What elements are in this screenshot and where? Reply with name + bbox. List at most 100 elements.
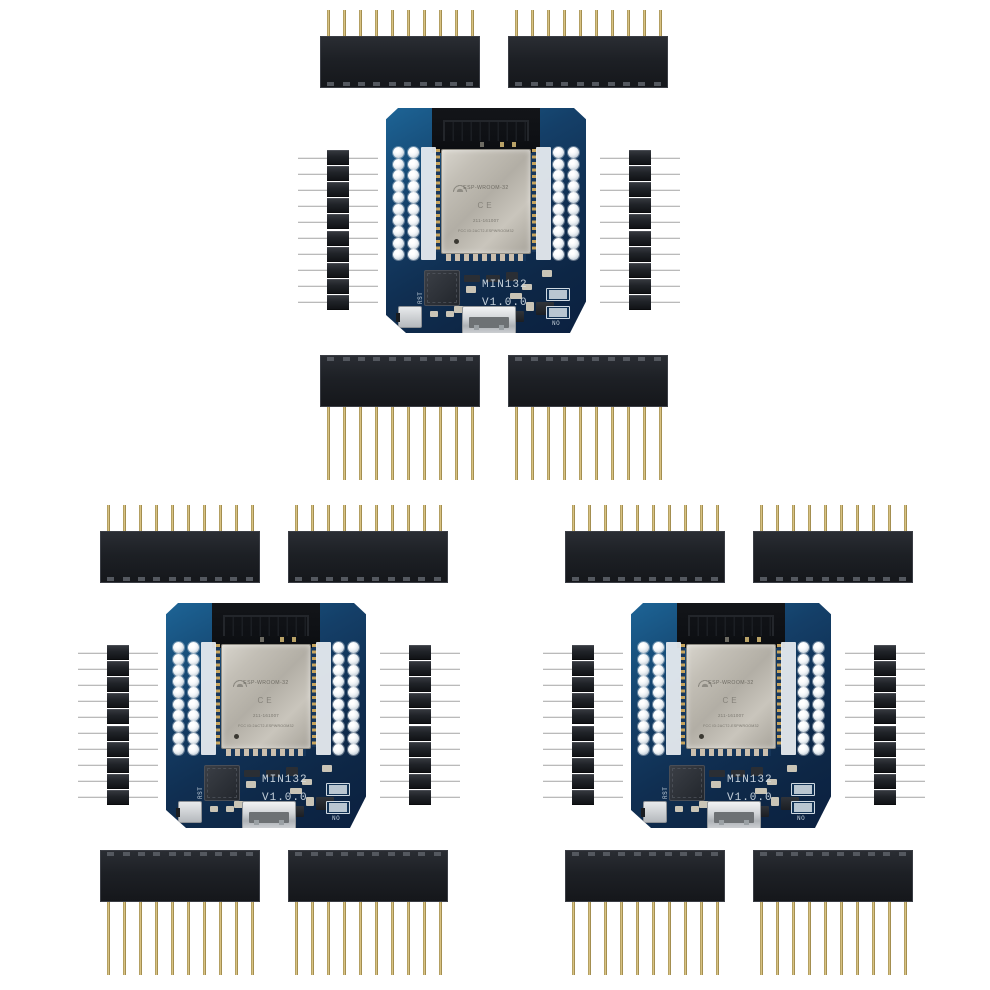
solder-jumper[interactable] bbox=[791, 801, 815, 815]
header-body bbox=[565, 850, 725, 902]
header-notch bbox=[898, 852, 906, 856]
male-header-pin bbox=[543, 693, 623, 709]
header-notch bbox=[576, 357, 584, 361]
header-notch bbox=[653, 357, 661, 361]
solder-jumper[interactable] bbox=[546, 288, 570, 302]
male-pin-lead-left bbox=[380, 651, 409, 654]
antenna-pad bbox=[259, 636, 264, 642]
male-pin-lead-right bbox=[431, 764, 460, 767]
male-pin-body bbox=[107, 773, 129, 789]
header-pin bbox=[683, 902, 687, 975]
smd-passive bbox=[286, 767, 298, 777]
male-pin-lead-left bbox=[543, 651, 572, 654]
header-pin bbox=[358, 10, 362, 36]
header-body bbox=[508, 36, 668, 88]
ce-mark-icon: CE bbox=[477, 201, 495, 211]
male-header-pin bbox=[845, 773, 925, 789]
male-pin-lead-left bbox=[600, 172, 629, 175]
header-notch bbox=[230, 577, 238, 581]
solder-jumper[interactable] bbox=[326, 801, 350, 815]
header-pin bbox=[791, 902, 795, 975]
male-pin-lead-right bbox=[896, 796, 925, 799]
header-notch bbox=[852, 577, 860, 581]
silk-reset-label: RST bbox=[197, 786, 204, 799]
pad-column-outer-right bbox=[568, 147, 579, 260]
male-header-pin bbox=[78, 757, 158, 773]
through-hole-pad bbox=[553, 248, 564, 260]
header-notch bbox=[572, 577, 580, 581]
micro-usb-port[interactable] bbox=[242, 801, 296, 828]
micro-usb-port[interactable] bbox=[462, 306, 516, 333]
reset-button[interactable] bbox=[396, 306, 422, 329]
header-pin bbox=[422, 407, 426, 480]
male-pin-lead-right bbox=[129, 764, 158, 767]
through-hole-pad bbox=[348, 687, 359, 699]
header-body bbox=[753, 850, 913, 902]
module-castellation-bottom bbox=[446, 253, 526, 261]
header-notch bbox=[433, 852, 441, 856]
male-pin-body bbox=[409, 741, 431, 757]
header-pin bbox=[610, 407, 614, 480]
solder-jumper[interactable] bbox=[546, 306, 570, 320]
male-header-pin bbox=[600, 214, 680, 230]
male-header-pin bbox=[298, 150, 378, 165]
male-pin-lead-left bbox=[78, 699, 107, 702]
through-hole-pad bbox=[333, 709, 344, 721]
header-pin bbox=[807, 505, 811, 531]
through-hole-pad bbox=[638, 709, 649, 721]
male-header-pin bbox=[380, 693, 460, 709]
male-header-pin bbox=[845, 725, 925, 741]
header-notch bbox=[649, 577, 657, 581]
male-pin-body bbox=[327, 246, 349, 262]
header-notch bbox=[545, 82, 553, 86]
female-header-10p bbox=[288, 505, 448, 583]
smd-passive bbox=[322, 765, 332, 772]
through-hole-pad bbox=[173, 698, 184, 710]
male-pin-lead-right bbox=[651, 220, 680, 223]
through-hole-pad bbox=[813, 732, 824, 744]
through-hole-pad bbox=[188, 732, 199, 744]
male-pin-body bbox=[572, 741, 594, 757]
header-notch bbox=[710, 577, 718, 581]
female-header-10p bbox=[320, 10, 480, 88]
through-hole-pad bbox=[408, 226, 419, 238]
header-pin bbox=[390, 10, 394, 36]
male-header-right bbox=[380, 645, 460, 805]
male-pin-lead-right bbox=[349, 220, 378, 223]
reset-button[interactable] bbox=[176, 801, 202, 824]
header-notch bbox=[607, 357, 615, 361]
reset-button[interactable] bbox=[641, 801, 667, 824]
through-hole-pad bbox=[568, 237, 579, 249]
reset-button-actuator bbox=[396, 312, 400, 322]
through-hole-pad bbox=[188, 709, 199, 721]
through-hole-pad bbox=[813, 664, 824, 676]
male-pin-body bbox=[629, 262, 651, 278]
male-pin-lead-right bbox=[129, 748, 158, 751]
header-pin bbox=[667, 902, 671, 975]
solder-jumper[interactable] bbox=[326, 783, 350, 797]
through-hole-pad bbox=[188, 642, 199, 654]
male-pin-body bbox=[327, 198, 349, 214]
header-pin bbox=[571, 505, 575, 531]
module-pin1-dot bbox=[699, 733, 705, 739]
header-notch bbox=[775, 852, 783, 856]
male-header-pin bbox=[845, 645, 925, 660]
through-hole-pad bbox=[348, 676, 359, 688]
smd-passive bbox=[446, 310, 454, 318]
male-pin-lead-left bbox=[380, 732, 409, 735]
header-pin bbox=[154, 902, 158, 975]
solder-jumper[interactable] bbox=[791, 783, 815, 797]
header-pin bbox=[374, 10, 378, 36]
pad-halo-left bbox=[421, 147, 436, 260]
header-pin bbox=[138, 505, 142, 531]
male-header-pin bbox=[298, 246, 378, 262]
header-pin bbox=[514, 407, 518, 480]
header-pin bbox=[326, 10, 330, 36]
male-header-pin bbox=[600, 246, 680, 262]
male-pin-lead-left bbox=[298, 237, 327, 240]
micro-usb-port[interactable] bbox=[707, 801, 761, 828]
